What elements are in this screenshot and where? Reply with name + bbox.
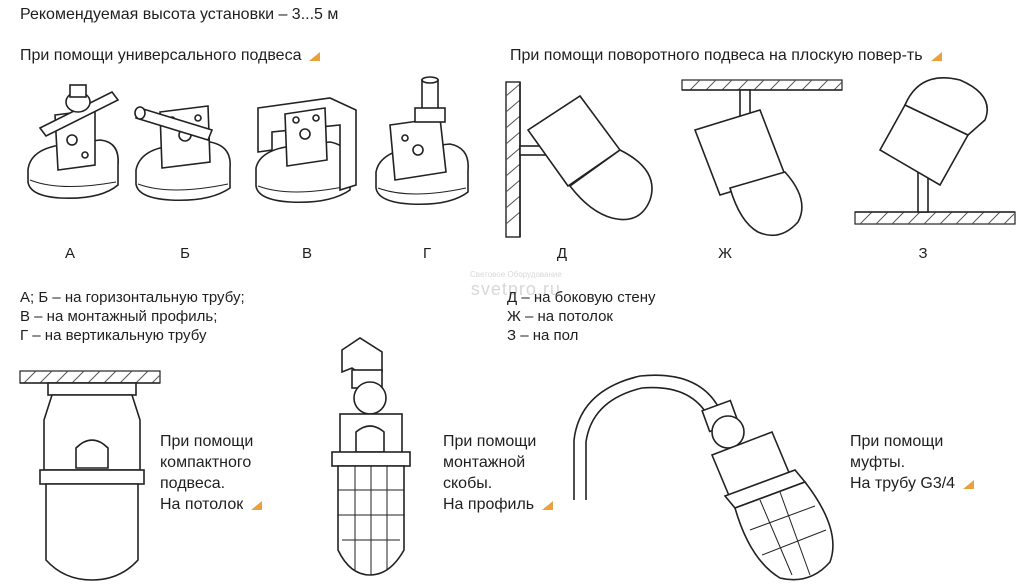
caption-coupling: При помощи муфты. На трубу G3/4 xyxy=(850,431,975,494)
section-swivel-label: При помощи поворотного подвеса на плоску… xyxy=(510,47,923,64)
mount-d-drawing xyxy=(505,81,653,238)
desc-right-line: Д – на боковую стену xyxy=(507,289,656,306)
watermark-site: svetpro.ru xyxy=(470,279,561,299)
accent-arrow-icon xyxy=(309,52,321,61)
accent-arrow-icon xyxy=(251,501,263,510)
desc-left: А; Б – на горизонтальную трубу; В – на м… xyxy=(20,288,245,345)
caption-target: На трубу G3/4 xyxy=(850,475,956,492)
caption-compact: При помощи компактного подвеса. На потол… xyxy=(160,431,263,515)
caption-line: При помощи xyxy=(850,433,944,450)
accent-arrow-icon xyxy=(542,501,554,510)
mount-z-drawing xyxy=(854,76,1016,225)
desc-left-line: Г – на вертикальную трубу xyxy=(20,327,207,344)
mount-b-drawing xyxy=(134,105,231,202)
caption-target: На потолок xyxy=(160,496,244,513)
caption-line-last: На потолок xyxy=(160,494,263,515)
desc-right-line: З – на пол xyxy=(507,327,579,344)
caption-line: монтажной xyxy=(443,454,526,471)
desc-right-line: Ж – на потолок xyxy=(507,308,613,325)
coupling-pipe-drawing xyxy=(573,374,834,581)
watermark-small: Световое Оборудование xyxy=(470,270,562,279)
section-universal-label: При помощи универсального подвеса xyxy=(20,47,302,64)
letter-d: Д xyxy=(556,245,568,262)
caption-bracket: При помощи монтажной скобы. На профиль xyxy=(443,431,554,515)
caption-target: На профиль xyxy=(443,496,535,513)
letter-z: З xyxy=(918,245,928,262)
compact-ceiling-drawing xyxy=(19,370,161,581)
mount-v-drawing xyxy=(255,97,357,204)
caption-line: скобы. xyxy=(443,475,493,492)
caption-line-last: На трубу G3/4 xyxy=(850,473,975,494)
letter-g: Г xyxy=(422,245,432,262)
accent-arrow-icon xyxy=(930,52,942,61)
section-universal-header: При помощи универсального подвеса xyxy=(20,47,321,65)
desc-left-line: В – на монтажный профиль; xyxy=(20,308,218,325)
letter-zh: Ж xyxy=(718,245,732,262)
caption-line: муфты. xyxy=(850,454,906,471)
mount-g-drawing xyxy=(375,76,469,206)
section-swivel-header: При помощи поворотного подвеса на плоску… xyxy=(510,47,942,65)
mount-zh-drawing xyxy=(681,79,843,237)
letter-v: В xyxy=(301,245,312,262)
bracket-profile-drawing xyxy=(331,337,411,576)
desc-left-line: А; Б – на горизонтальную трубу; xyxy=(20,289,245,306)
desc-right: Д – на боковую стену Ж – на потолок З – … xyxy=(507,288,656,345)
caption-line-last: На профиль xyxy=(443,494,554,515)
caption-line: При помощи xyxy=(160,433,254,450)
letter-b: Б xyxy=(180,245,190,262)
caption-line: При помощи xyxy=(443,433,537,450)
watermark: Световое Оборудование svetpro.ru xyxy=(470,270,562,300)
page-title: Рекомендуемая высота установки – 3...5 м xyxy=(20,6,339,23)
letter-a: А xyxy=(64,245,75,262)
accent-arrow-icon xyxy=(963,480,975,489)
caption-line: компактного xyxy=(160,454,252,471)
mount-a-drawing xyxy=(27,84,120,200)
caption-line: подвеса. xyxy=(160,475,226,492)
